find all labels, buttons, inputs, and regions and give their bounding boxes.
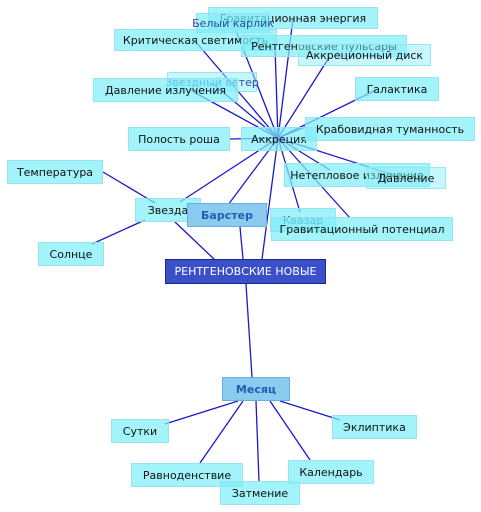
node-temperature[interactable]: Температура: [7, 160, 103, 184]
edge-line: [239, 226, 244, 260]
node-radiation-pressure[interactable]: Давление излучения: [93, 78, 238, 102]
edge-line: [174, 221, 216, 261]
root-node-xray-novae[interactable]: РЕНТГЕНОВСКИЕ НОВЫЕ: [165, 259, 326, 284]
node-accretion-disk[interactable]: Аккреционный диск: [298, 44, 431, 66]
edge-line: [279, 400, 341, 421]
edge-line: [164, 400, 239, 425]
node-pressure[interactable]: Давление: [366, 167, 446, 189]
edge-line: [199, 400, 244, 464]
node-eclipse[interactable]: Затмение: [220, 481, 300, 505]
edge-line: [102, 171, 156, 204]
edge-line: [245, 283, 253, 378]
node-critical-luminosity[interactable]: Критическая светимость: [114, 29, 277, 51]
edge-line: [255, 400, 260, 482]
edge-line: [91, 219, 146, 245]
node-calendar[interactable]: Календарь: [288, 460, 374, 484]
edge-line: [277, 55, 331, 139]
hub-accretion[interactable]: Аккреция: [241, 127, 317, 151]
node-ecliptic[interactable]: Эклиптика: [332, 415, 417, 439]
node-day[interactable]: Сутки: [111, 419, 169, 443]
node-crab-nebula[interactable]: Крабовидная туманность: [305, 117, 475, 141]
node-sun[interactable]: Солнце: [38, 242, 104, 266]
node-white-dwarf[interactable]: Белый карлик: [192, 13, 274, 33]
node-roche-cavity[interactable]: Полость роша: [128, 127, 230, 151]
node-gravitational-potential[interactable]: Гравитационный потенциал: [271, 217, 453, 241]
edge-line: [269, 400, 311, 461]
edge-line: [274, 46, 279, 139]
node-galaxy[interactable]: Галактика: [355, 77, 439, 101]
hub-burster[interactable]: Барстер: [187, 203, 267, 227]
edge-line: [261, 137, 279, 260]
hub-month[interactable]: Месяц: [222, 377, 290, 401]
